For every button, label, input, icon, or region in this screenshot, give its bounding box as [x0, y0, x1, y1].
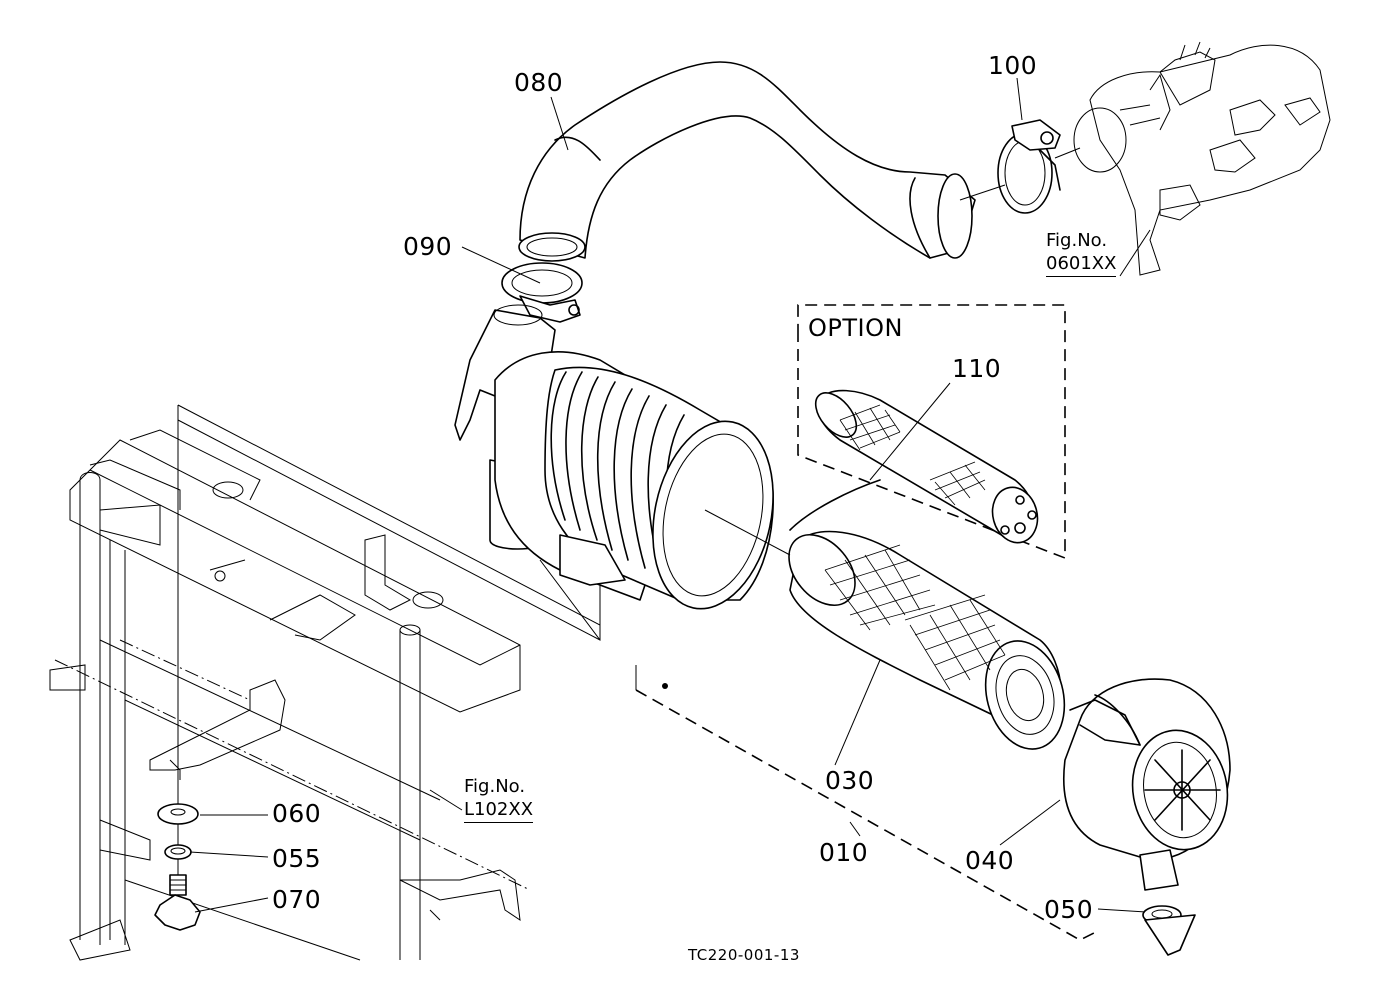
tractor-frame — [49, 404, 601, 961]
hose-080 — [518, 61, 976, 262]
option-title: OPTION — [808, 314, 903, 342]
part-label-050: 050 — [1044, 895, 1094, 924]
clamp-100 — [997, 119, 1061, 214]
fig-ref-intake-code: 0601XX — [1046, 253, 1117, 277]
leader-030 — [834, 659, 881, 766]
cover-040 — [1062, 678, 1231, 891]
axis-line-clamp — [1054, 147, 1081, 159]
leader-lines — [189, 77, 1151, 913]
option-box — [797, 304, 1066, 560]
part-label-060: 060 — [272, 799, 322, 828]
leader-070 — [194, 897, 269, 913]
leader-100 — [1016, 77, 1023, 121]
leader-080 — [550, 96, 569, 151]
clamp-090 — [501, 262, 583, 323]
part-label-040: 040 — [965, 846, 1015, 875]
leader-090 — [461, 246, 541, 284]
part-label-090: 090 — [403, 232, 453, 261]
mounting-hardware — [154, 780, 201, 931]
leader-040 — [999, 799, 1061, 846]
fig-ref-intake-prefix: Fig.No. — [1046, 230, 1108, 251]
drawing-code: TC220-001-13 — [688, 946, 800, 964]
fig-ref-intake: Fig.No. 0601XX — [1046, 230, 1117, 277]
part-label-030: 030 — [825, 766, 875, 795]
part-label-070: 070 — [272, 885, 322, 914]
leader-055 — [189, 851, 269, 858]
fig-ref-frame-code: L102XX — [464, 799, 534, 823]
part-label-110: 110 — [952, 354, 1002, 383]
filter-element-030 — [788, 479, 1066, 750]
intake-manifold — [1073, 41, 1331, 276]
inner-element-110 — [814, 389, 1039, 544]
leader-fig-intake — [1119, 229, 1151, 277]
leader-010 — [849, 821, 861, 837]
leader-050 — [1097, 908, 1146, 913]
fig-ref-frame-prefix: Fig.No. — [464, 776, 526, 797]
leader-fig-frame — [429, 789, 463, 811]
assembly-010-outline — [635, 665, 1101, 941]
part-label-080: 080 — [514, 68, 564, 97]
part-label-100: 100 — [988, 51, 1038, 80]
valve-050 — [1142, 905, 1196, 956]
part-label-055: 055 — [272, 844, 322, 873]
air-cleaner-housing — [454, 304, 774, 641]
leader-110 — [869, 382, 951, 481]
axis-line — [704, 509, 791, 556]
fig-ref-frame: Fig.No. L102XX — [464, 776, 534, 823]
axis-line-hose — [959, 184, 1006, 201]
part-label-010: 010 — [819, 838, 869, 867]
